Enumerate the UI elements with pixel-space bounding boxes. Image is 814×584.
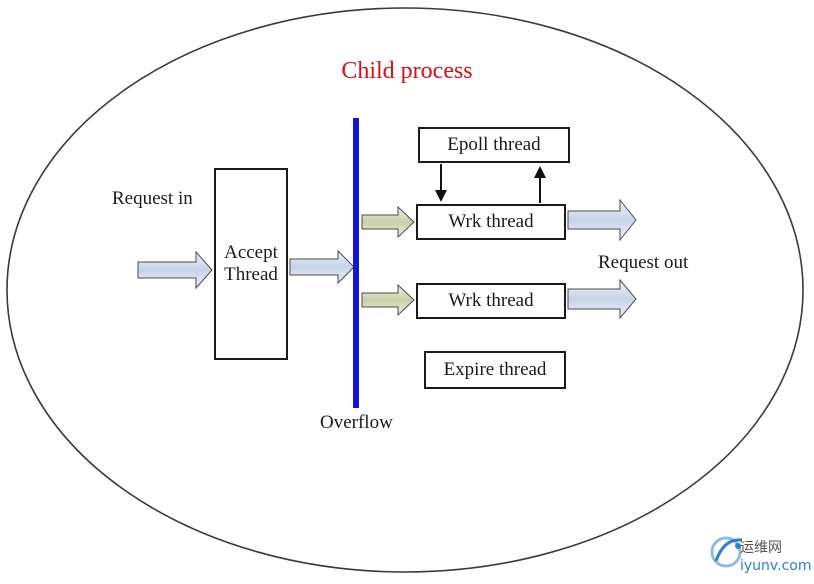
wrk-thread-label-2: Wrk thread bbox=[448, 290, 534, 312]
request-out-label: Request out bbox=[598, 252, 689, 273]
wrk-thread-box-2: Wrk thread bbox=[416, 283, 566, 319]
expire-thread-box: Expire thread bbox=[424, 351, 566, 389]
accept-thread-label-line2: Thread bbox=[224, 264, 278, 285]
wrk-thread-label-1: Wrk thread bbox=[448, 211, 534, 233]
overflow-to-wrk1-arrow bbox=[361, 205, 415, 239]
epoll-thread-box: Epoll thread bbox=[418, 127, 570, 163]
overflow-to-wrk2-arrow bbox=[361, 283, 415, 317]
child-process-boundary bbox=[6, 7, 804, 573]
accept-to-overflow-arrow bbox=[289, 249, 355, 285]
watermark-text: 运维网 iyunv.com bbox=[740, 540, 811, 575]
diagram-title: Child process bbox=[341, 58, 473, 84]
wrk-to-epoll-arrowhead bbox=[534, 166, 546, 178]
request-in-arrow bbox=[137, 250, 213, 290]
accept-thread-box: Accept Thread bbox=[214, 168, 288, 360]
wrk2-request-out-arrow bbox=[567, 278, 637, 320]
request-in-label: Request in bbox=[112, 188, 193, 209]
overflow-bar bbox=[353, 118, 359, 408]
expire-thread-label: Expire thread bbox=[443, 359, 547, 381]
accept-thread-label-line1: Accept bbox=[224, 242, 278, 264]
watermark-chinese: 运维网 bbox=[740, 540, 782, 556]
overflow-label: Overflow bbox=[320, 412, 393, 433]
wrk1-request-out-arrow bbox=[567, 198, 637, 242]
watermark-domain: iyunv.com bbox=[740, 557, 812, 574]
watermark-logo-icon bbox=[710, 536, 743, 568]
epoll-thread-label: Epoll thread bbox=[447, 134, 541, 156]
wrk-thread-box-1: Wrk thread bbox=[416, 204, 566, 240]
epoll-to-wrk-arrowhead bbox=[435, 190, 447, 202]
